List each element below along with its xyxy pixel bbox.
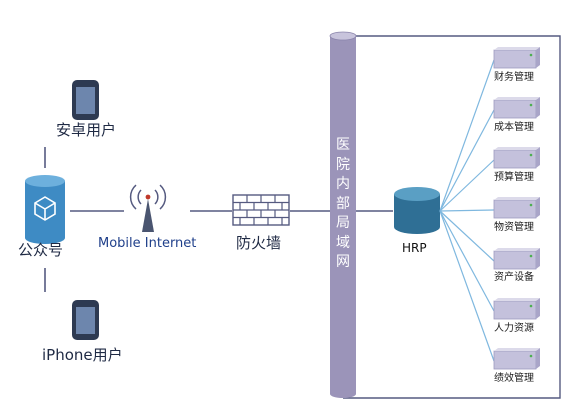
server-icon bbox=[493, 147, 540, 169]
hospital-lan-char: 局 bbox=[336, 215, 350, 231]
fan-line bbox=[439, 109, 495, 212]
server-fan-lines bbox=[439, 59, 495, 362]
cube-icon bbox=[25, 175, 65, 244]
server-stack bbox=[493, 47, 540, 370]
hospital-lan-char: 院 bbox=[336, 156, 350, 173]
fan-line bbox=[439, 209, 495, 212]
hrp-label: HRP bbox=[402, 241, 427, 255]
lan-frame bbox=[343, 35, 561, 399]
hospital-lan-char: 内 bbox=[336, 176, 350, 192]
server-icon bbox=[493, 97, 540, 119]
server-icon bbox=[493, 197, 540, 219]
fan-line bbox=[439, 159, 495, 212]
lan-pipe bbox=[329, 31, 357, 398]
hospital-lan-char: 网 bbox=[336, 254, 350, 270]
database-icon bbox=[394, 187, 440, 234]
server-icon bbox=[493, 47, 540, 69]
server-icon bbox=[493, 248, 540, 270]
server-label-assets: 资产设备 bbox=[494, 272, 534, 283]
firewall-label: 防火墙 bbox=[236, 234, 282, 252]
official-account-label: 公众号 bbox=[18, 241, 64, 259]
server-label-hr: 人力资源 bbox=[494, 323, 534, 334]
fan-line bbox=[439, 210, 495, 312]
fan-line bbox=[439, 210, 495, 262]
hospital-lan-label: 医 院 内 部 局 域 网 bbox=[330, 136, 356, 273]
hospital-lan-char: 医 bbox=[336, 137, 350, 153]
tablet-icon bbox=[72, 80, 99, 120]
android-user-label: 安卓用户 bbox=[56, 121, 117, 139]
server-label-finance: 财务管理 bbox=[494, 72, 534, 83]
brick-wall-icon bbox=[232, 194, 290, 226]
iphone-user-label: iPhone用户 bbox=[42, 346, 123, 364]
server-icon bbox=[493, 348, 540, 370]
antenna-icon bbox=[129, 184, 167, 232]
server-label-materials: 物资管理 bbox=[494, 222, 534, 233]
server-label-budget: 预算管理 bbox=[494, 172, 534, 183]
hospital-lan-char: 部 bbox=[336, 195, 350, 212]
tablet-icon bbox=[72, 300, 99, 340]
server-label-cost: 成本管理 bbox=[494, 122, 534, 133]
server-icon bbox=[493, 298, 540, 320]
fan-line bbox=[439, 210, 495, 362]
fan-line bbox=[439, 59, 495, 212]
hospital-lan-char: 域 bbox=[336, 234, 350, 251]
mobile-internet-label: Mobile Internet bbox=[98, 236, 197, 251]
server-label-performance: 绩效管理 bbox=[494, 373, 534, 384]
